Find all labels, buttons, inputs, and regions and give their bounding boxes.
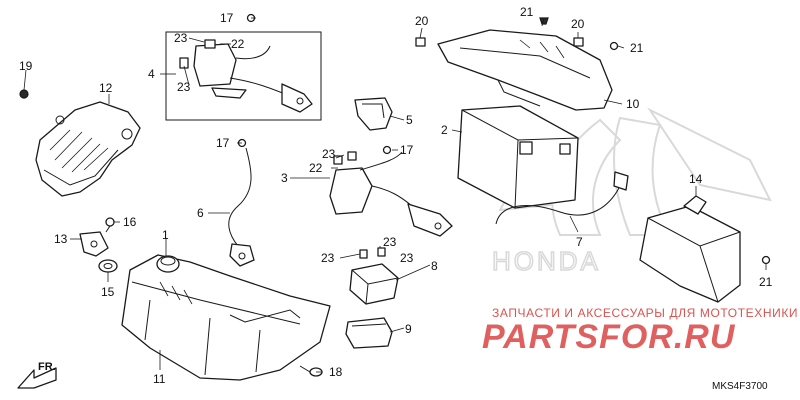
callout-10: 10 <box>626 97 640 111</box>
callout-19: 19 <box>19 59 33 73</box>
screw-part-21-right <box>609 41 619 51</box>
callout-20: 20 <box>415 14 429 28</box>
callout-18: 18 <box>329 365 343 379</box>
screw-part-21-lower <box>761 255 771 265</box>
callout-22: 22 <box>231 37 245 51</box>
callout-1: 1 <box>162 228 169 242</box>
washer-part-15 <box>98 259 118 273</box>
honda-watermark-text: HONDA <box>492 246 601 276</box>
battery-part-2 <box>457 105 579 209</box>
cover-part-14 <box>639 195 741 303</box>
screw-part-21-top <box>539 17 549 25</box>
bolt-part-16 <box>105 217 115 233</box>
callout-23: 23 <box>322 147 336 161</box>
battery-cable-part-7 <box>495 171 629 225</box>
front-direction-label: FR. <box>38 361 56 373</box>
callout-7: 7 <box>576 235 583 249</box>
battery-case-part-11 <box>121 254 331 381</box>
callout-14: 14 <box>689 172 703 186</box>
callout-13: 13 <box>54 232 68 246</box>
grommet-part-19 <box>19 89 29 99</box>
callout-21: 21 <box>520 5 534 19</box>
relay-harness-part-4 <box>179 39 313 113</box>
assembly-box-part-4 <box>165 31 322 121</box>
rubber-boot-part-9 <box>345 317 393 349</box>
callout-11: 11 <box>153 372 166 386</box>
ground-cable-part-6 <box>228 147 255 267</box>
callout-23: 23 <box>321 251 335 265</box>
site-name-logo: PARTSFOR.RU <box>482 318 736 356</box>
bracket-part-13 <box>79 231 109 257</box>
callout-20: 20 <box>571 17 585 31</box>
clip-part-20-left <box>415 37 426 47</box>
relay-part-8 <box>349 247 399 305</box>
callout-6: 6 <box>197 206 204 220</box>
diagram-code: MKS4F3700 <box>712 381 768 392</box>
callout-5: 5 <box>406 113 413 127</box>
callout-4: 4 <box>148 67 155 81</box>
cushion-part-1 <box>156 255 180 273</box>
callout-17: 17 <box>220 11 234 25</box>
front-direction-arrow: FR. <box>17 361 57 389</box>
callout-23: 23 <box>174 31 188 45</box>
screw-part-17-right <box>382 145 392 155</box>
callout-17: 17 <box>216 136 230 150</box>
callout-23: 23 <box>177 80 191 94</box>
leader-lines <box>23 17 767 373</box>
bolt-part-18 <box>299 365 323 377</box>
callout-22: 22 <box>309 161 323 175</box>
side-cover-part-12 <box>35 101 141 197</box>
callout-2: 2 <box>441 123 448 137</box>
callout-23: 23 <box>383 235 397 249</box>
panel-part-10 <box>437 29 613 111</box>
callout-17: 17 <box>400 143 414 157</box>
callout-9: 9 <box>405 322 412 336</box>
site-subtitle: ЗАПЧАСТИ И АКСЕССУАРЫ ДЛЯ МОТОТЕХНИКИ <box>492 306 799 320</box>
callout-3: 3 <box>281 171 288 185</box>
clip-part-20-right <box>573 37 584 47</box>
callout-21: 21 <box>759 275 773 289</box>
callout-15: 15 <box>101 285 115 299</box>
callout-16: 16 <box>123 215 137 229</box>
callout-8: 8 <box>431 259 438 273</box>
callout-labels: 17 23 22 4 23 19 12 17 6 23 22 3 5 17 2 … <box>19 5 773 386</box>
callout-23: 23 <box>400 251 414 265</box>
relay-harness-part-3 <box>329 151 453 237</box>
bracket-part-5 <box>354 97 393 131</box>
callout-12: 12 <box>99 81 113 95</box>
callout-21: 21 <box>630 41 644 55</box>
